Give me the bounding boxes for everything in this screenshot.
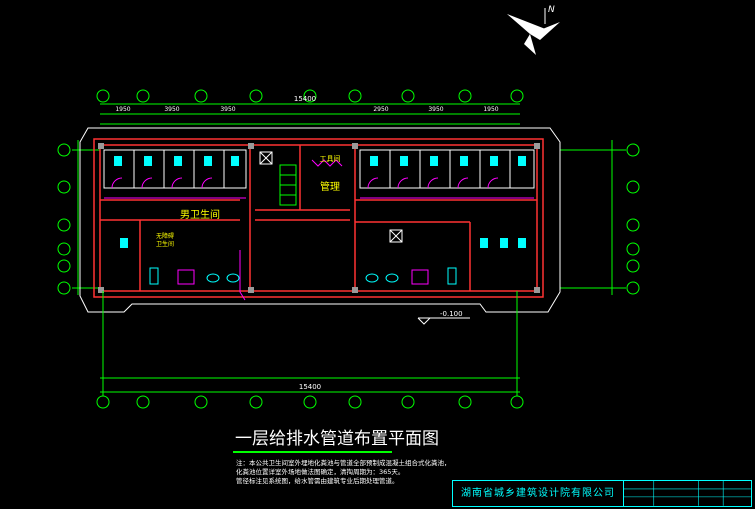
room-label-accessible-1: 无障碍 bbox=[156, 232, 174, 240]
toilet-fixtures bbox=[114, 156, 526, 248]
floor-level-label: -0.100 bbox=[440, 310, 463, 318]
north-label: N bbox=[548, 5, 555, 15]
company-name: 湖南省城乡建筑设计院有限公司 bbox=[453, 481, 624, 506]
bottom-axis-grid bbox=[96, 291, 524, 409]
room-label-management: 管理 bbox=[320, 180, 340, 193]
roof-outline bbox=[79, 127, 561, 313]
drawing-title: 一层给排水管道布置平面图 bbox=[235, 429, 439, 449]
stall-row-left bbox=[103, 149, 247, 189]
note-line-2: 化粪池位置详室外场地做法图确定，清掏周期为：365天。 bbox=[236, 467, 404, 476]
note-line-1: 注：本公共卫生间室外埋地化粪池与管道全部预制成混凝土组合式化粪池， bbox=[236, 458, 451, 467]
columns bbox=[98, 143, 540, 293]
urinal-group bbox=[279, 164, 297, 206]
top-dimension-4: 2950 bbox=[373, 106, 388, 113]
top-dimension-5: 3950 bbox=[428, 106, 443, 113]
walls bbox=[93, 138, 544, 298]
floor-level-mark: -0.100 bbox=[417, 310, 470, 325]
room-label-accessible-2: 卫生间 bbox=[156, 240, 174, 248]
note-line-3: 管径标注见系统图，给水管需由建筑专业后期处理管道。 bbox=[236, 476, 399, 485]
overall-dimension-top: 15400 bbox=[294, 95, 316, 103]
top-dimension-6: 1950 bbox=[483, 106, 498, 113]
top-axis-grid bbox=[96, 89, 524, 125]
stall-doors bbox=[111, 159, 499, 189]
basins bbox=[149, 151, 457, 285]
side-axis-grid bbox=[57, 140, 640, 295]
top-dimension-1: 1950 bbox=[115, 106, 130, 113]
overall-dimension-bottom: 15400 bbox=[299, 383, 321, 391]
north-arrow-icon: N bbox=[507, 5, 560, 55]
room-label-mens-toilet: 男卫生间 bbox=[180, 208, 220, 221]
title-block: 湖南省城乡建筑设计院有限公司 bbox=[452, 480, 752, 507]
top-dimension-2: 3950 bbox=[164, 106, 179, 113]
notes: 注：本公共卫生间室外埋地化粪池与管道全部预制成混凝土组合式化粪池， 化粪池位置详… bbox=[236, 458, 451, 485]
top-dimension-3: 3950 bbox=[220, 106, 235, 113]
title-block-grid bbox=[624, 481, 751, 506]
pipes bbox=[104, 197, 534, 301]
stall-row-right bbox=[359, 149, 535, 189]
room-label-tool-room: 工具间 bbox=[320, 155, 341, 163]
